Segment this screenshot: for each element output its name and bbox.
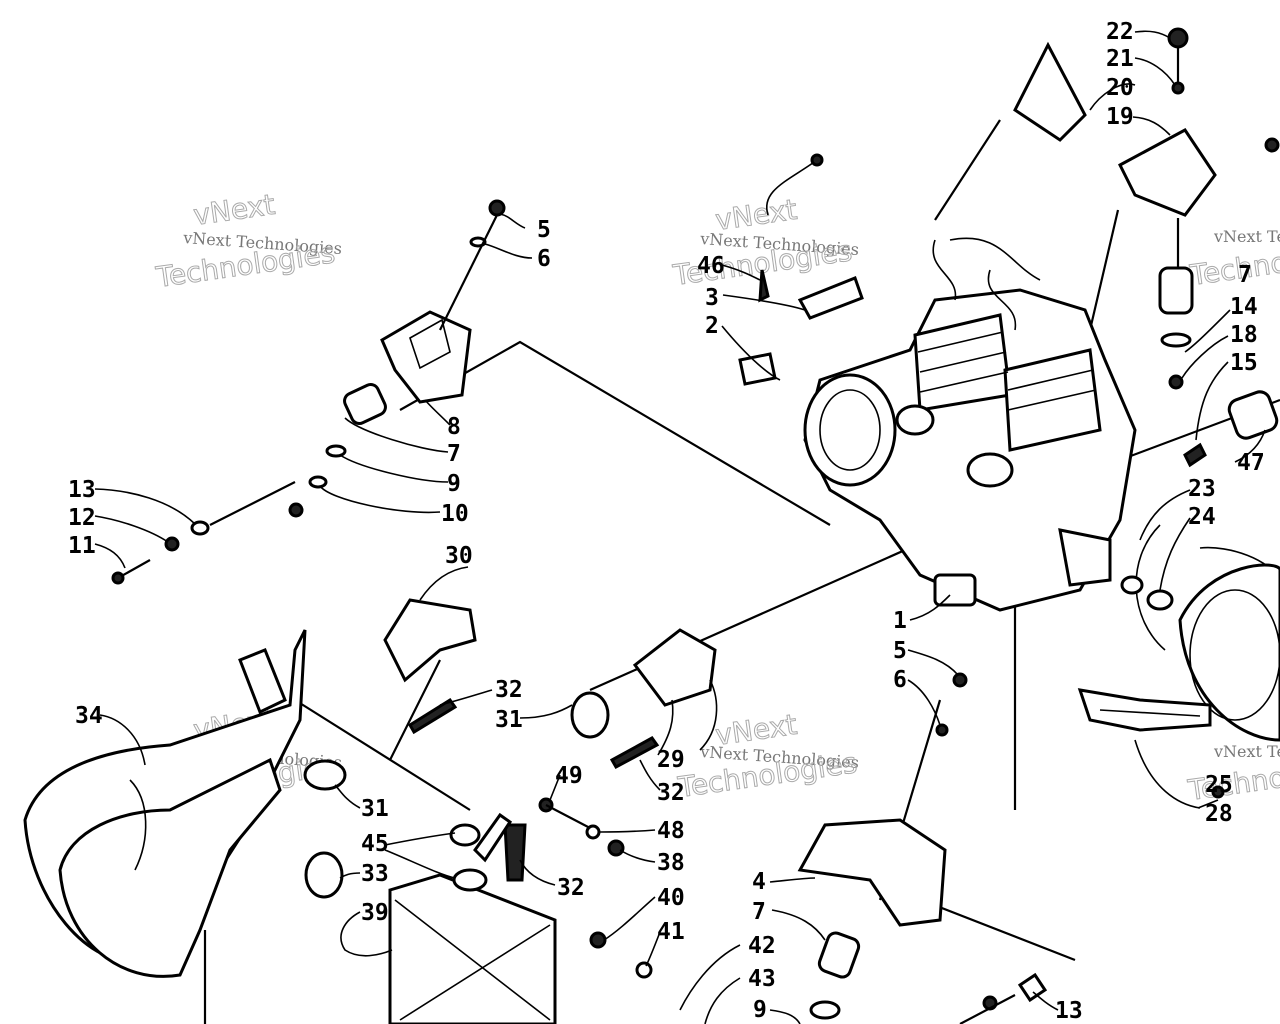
callout-30: 30 [445, 543, 473, 569]
callout-32: 32 [557, 875, 585, 901]
coil-components [738, 153, 864, 386]
callout-31: 31 [361, 796, 389, 822]
callout-20: 20 [1106, 75, 1134, 101]
callout-9: 9 [753, 997, 767, 1023]
callout-8: 8 [447, 414, 461, 440]
callout-25: 25 [1205, 772, 1233, 798]
callout-46: 46 [697, 253, 725, 279]
callout-7: 7 [1238, 262, 1252, 288]
callout-45: 45 [361, 831, 389, 857]
callout-49: 49 [555, 763, 583, 789]
callout-32: 32 [657, 780, 685, 806]
callout-5: 5 [893, 638, 907, 664]
callout-33: 33 [361, 861, 389, 887]
callout-6: 6 [537, 246, 551, 272]
callout-5: 5 [537, 217, 551, 243]
callout-28: 28 [1205, 801, 1233, 827]
engine-assembly [803, 237, 1137, 612]
callout-6: 6 [893, 667, 907, 693]
left-engine-mount [111, 199, 506, 585]
exhaust-system [23, 629, 610, 978]
callout-47: 47 [1237, 450, 1265, 476]
callout-11: 11 [68, 533, 96, 559]
callout-12: 12 [68, 505, 96, 531]
leader-lines [94, 30, 1266, 1024]
callout-21: 21 [1106, 46, 1134, 72]
callout-22: 22 [1106, 19, 1134, 45]
callout-48: 48 [657, 818, 685, 844]
small-hardware [538, 797, 653, 979]
callout-31: 31 [495, 707, 523, 733]
callout-43: 43 [748, 966, 776, 992]
svg-text:vNext Technologies: vNext Technologies [1213, 742, 1280, 761]
callout-10: 10 [441, 501, 469, 527]
callout-24: 24 [1188, 504, 1216, 530]
callout-19: 19 [1106, 104, 1134, 130]
callout-4: 4 [752, 869, 766, 895]
exhaust-manifolds [383, 598, 717, 882]
callout-18: 18 [1230, 322, 1258, 348]
right-side-parts [1077, 390, 1280, 809]
callout-40: 40 [657, 885, 685, 911]
top-right-mount [1013, 27, 1280, 390]
svg-text:vNext Technologies: vNext Technologies [1213, 227, 1280, 246]
callout-15: 15 [1230, 350, 1258, 376]
callout-39: 39 [361, 900, 389, 926]
callout-9: 9 [447, 471, 461, 497]
callout-23: 23 [1188, 476, 1216, 502]
callout-32: 32 [495, 677, 523, 703]
callout-14: 14 [1230, 294, 1258, 320]
callout-34: 34 [75, 703, 103, 729]
callout-29: 29 [657, 747, 685, 773]
callout-13: 13 [68, 477, 96, 503]
airbox [388, 812, 557, 1024]
callout-3: 3 [705, 285, 719, 311]
callout-2: 2 [705, 313, 719, 339]
bottom-mount [797, 672, 1048, 1024]
callout-42: 42 [748, 933, 776, 959]
svg-text:vNext: vNext [191, 188, 277, 232]
callout-41: 41 [657, 919, 685, 945]
callout-38: 38 [657, 850, 685, 876]
callout-13: 13 [1055, 998, 1083, 1024]
callout-7: 7 [752, 899, 766, 925]
callout-7: 7 [447, 441, 461, 467]
callout-1: 1 [893, 608, 907, 634]
callout-labels: 5 6 8 7 9 10 13 12 11 22 21 20 19 7 14 1… [68, 19, 1265, 1024]
